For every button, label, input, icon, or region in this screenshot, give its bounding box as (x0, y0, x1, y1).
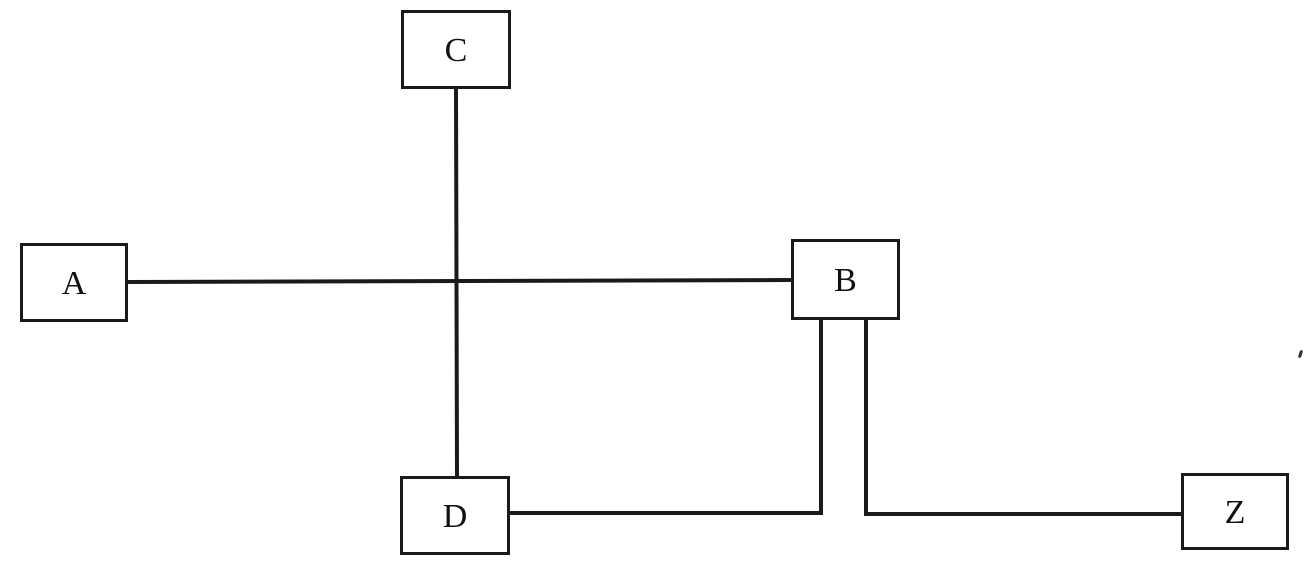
node-Z: Z (1181, 473, 1289, 550)
edge-B-Z (864, 320, 1181, 516)
edge-C-D (454, 88, 459, 477)
edge-B-D (510, 320, 823, 515)
node-D-label: D (442, 497, 468, 535)
node-B: B (791, 239, 900, 320)
node-Z-label: Z (1224, 493, 1246, 531)
node-C-label: C (444, 31, 468, 69)
node-A-label: A (61, 264, 87, 302)
node-D: D (400, 476, 510, 555)
node-C: C (401, 10, 511, 89)
node-B-label: B (834, 261, 857, 299)
node-A: A (20, 243, 128, 322)
edge-A-B (127, 278, 792, 284)
